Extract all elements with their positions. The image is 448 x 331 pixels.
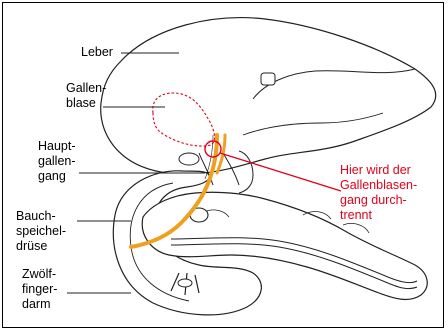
label-bile-duct-line1: Haupt-: [38, 139, 76, 154]
label-bile-duct-line3: gang: [38, 169, 76, 184]
label-duodenum-line2: finger-: [22, 282, 57, 297]
liver-shape: [101, 18, 436, 175]
lower-vessel-ring: [178, 279, 192, 287]
label-gallbladder-line1: Gallen-: [66, 81, 106, 96]
label-main-bile-duct: Haupt- gallen- gang: [38, 139, 76, 184]
label-pancreas-line1: Bauch-: [16, 209, 66, 224]
label-liver-text: Leber: [81, 45, 113, 59]
label-pancreas-line3: drüse: [16, 239, 66, 254]
label-liver: Leber: [81, 45, 113, 60]
label-cut-line1: Hier wird der: [340, 163, 417, 178]
label-duodenum: Zwölf- finger- darm: [22, 267, 57, 312]
leader-cut: [220, 153, 341, 191]
label-gallbladder-line2: blase: [66, 96, 106, 111]
label-cut-line2: Gallenblasen-: [340, 178, 417, 193]
label-cut-line3: gang durch-: [340, 193, 417, 208]
label-gallbladder: Gallen- blase: [66, 81, 106, 111]
label-bile-duct-line2: gallen-: [38, 154, 76, 169]
label-pancreas: Bauch- speichel- drüse: [16, 209, 66, 254]
label-duodenum-line3: darm: [22, 297, 57, 312]
label-cut-annotation: Hier wird der Gallenblasen- gang durch- …: [340, 163, 417, 223]
diagram-frame: Leber Gallen- blase Haupt- gallen- gang …: [2, 2, 444, 328]
label-duodenum-line1: Zwölf-: [22, 267, 57, 282]
label-pancreas-line2: speichel-: [16, 224, 66, 239]
vessel-ring: [179, 153, 199, 165]
label-cut-line4: trennt: [340, 208, 417, 223]
liver-small-lobe: [261, 73, 275, 85]
